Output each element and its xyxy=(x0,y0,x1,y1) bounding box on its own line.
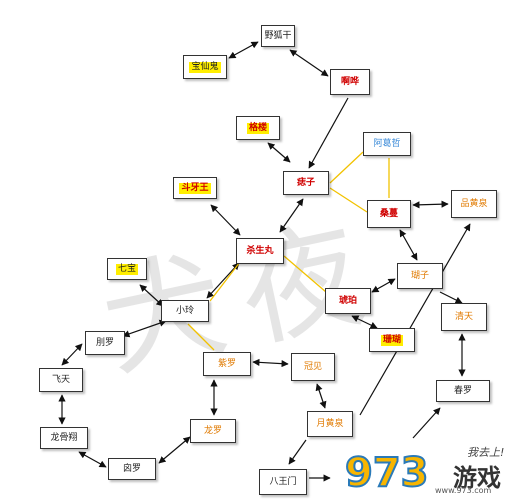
node-ziluo: 紫罗 xyxy=(203,352,251,376)
node-bajiaomen: 八王门 xyxy=(259,469,307,495)
edge-gelou-zhizi xyxy=(267,142,291,163)
node-meiluo-label: 春罗 xyxy=(453,385,472,396)
link-shashengwan-xiaoling xyxy=(209,261,241,302)
node-gelou: 格楼 xyxy=(236,116,280,140)
node-jiuluo-label: 囟罗 xyxy=(122,463,141,474)
node-pinhuangquan-label: 品黄泉 xyxy=(460,198,488,209)
node-guanjian: 冠见 xyxy=(291,353,335,381)
node-douyawang-label: 斗牙王 xyxy=(179,182,211,194)
node-xiaoling: 小玲 xyxy=(161,300,209,322)
node-yehuagan-label: 野狐干 xyxy=(264,30,292,41)
node-douyawang: 斗牙王 xyxy=(173,177,217,199)
logo-name: 游戏 xyxy=(453,464,501,492)
node-yuehuangquan-label: 月黄泉 xyxy=(316,418,344,429)
edge-guanjian-yuehuangquan xyxy=(315,383,327,409)
node-ziluo-label: 紫罗 xyxy=(217,358,236,369)
node-huzi: 瑚子 xyxy=(397,263,443,289)
edge-jiuluo-longluo xyxy=(158,436,191,464)
node-yehuagan: 野狐干 xyxy=(261,25,295,47)
node-feitian-label: 飞天 xyxy=(51,374,70,385)
node-pinhuangquan: 品黄泉 xyxy=(451,190,497,218)
node-qingtian-label: 清天 xyxy=(454,311,473,322)
edge-qibao-xiaoling xyxy=(139,284,164,307)
node-guanjian-label: 冠见 xyxy=(303,361,322,372)
node-feitian: 飞天 xyxy=(39,368,83,392)
edge-hupo-shanhu xyxy=(351,315,378,329)
edge-shashengwan-xiaoling xyxy=(206,262,240,299)
edge-shanluo-feitian xyxy=(61,343,83,366)
edge-sangmo-pinhuangquan xyxy=(412,200,449,209)
link-zhizi-sangmo xyxy=(329,187,368,213)
node-longluo-label: 龙罗 xyxy=(203,425,222,436)
node-shanluo-label: 刖罗 xyxy=(95,337,114,348)
node-gelou-label: 格楼 xyxy=(246,122,269,134)
node-longxianglang: 龙骨翔 xyxy=(40,427,88,449)
node-hupo-label: 琥珀 xyxy=(338,295,357,306)
node-qibao-label: 七宝 xyxy=(115,263,138,275)
node-hupo: 琥珀 xyxy=(325,288,371,314)
edge-ahua-zhizi xyxy=(308,97,349,169)
node-shashengwan-label: 杀生丸 xyxy=(246,245,274,256)
node-baoxianzhu: 宝仙鬼 xyxy=(183,55,227,79)
link-zhizi-agezhe xyxy=(329,151,364,184)
edge-huzi-qingtian xyxy=(439,291,463,304)
node-sangmo-label: 桑蔓 xyxy=(379,208,398,219)
node-jiuluo: 囟罗 xyxy=(108,458,156,480)
edge-baoxianzhu-yehuagan xyxy=(228,41,259,59)
node-shanhu: 珊瑚 xyxy=(369,328,415,352)
link-shashengwan-hupo xyxy=(283,255,327,293)
node-bajiaomen-label: 八王门 xyxy=(269,476,297,487)
node-huzi-label: 瑚子 xyxy=(410,270,429,281)
edge-yehuagan-ahua xyxy=(289,49,329,77)
node-xiaoling-label: 小玲 xyxy=(175,305,194,316)
node-agezhe: 阿葛哲 xyxy=(363,132,411,156)
logo-number: 973 xyxy=(344,449,429,497)
node-qingtian: 清天 xyxy=(441,303,487,331)
node-longxianglang-label: 龙骨翔 xyxy=(50,432,78,443)
node-shanhu-label: 珊瑚 xyxy=(380,334,403,346)
node-ahua: 啊哗 xyxy=(330,69,370,95)
node-qibao: 七宝 xyxy=(107,258,147,280)
node-shanluo: 刖罗 xyxy=(85,331,125,355)
node-shashengwan: 杀生丸 xyxy=(236,238,284,264)
edge-meiluo-logo xyxy=(412,407,441,439)
logo-site: www.973.com xyxy=(435,486,492,495)
node-longluo: 龙罗 xyxy=(190,419,236,443)
node-ahua-label: 啊哗 xyxy=(340,76,359,87)
node-baoxianzhu-label: 宝仙鬼 xyxy=(189,61,221,73)
edge-huzi-hupo xyxy=(371,278,396,293)
node-zhizi-label: 痣子 xyxy=(296,177,315,188)
edge-yuehuangquan-bajiaomen xyxy=(288,439,307,465)
node-sangmo: 桑蔓 xyxy=(367,200,411,228)
node-agezhe-label: 阿葛哲 xyxy=(373,138,401,149)
node-meiluo: 春罗 xyxy=(436,380,490,402)
node-zhizi: 痣子 xyxy=(283,171,329,195)
node-yuehuangquan: 月黄泉 xyxy=(307,411,353,437)
edge-longxianglang-jiuluo xyxy=(78,451,107,468)
edge-yuehuangquan-pinhuangquan xyxy=(359,223,471,416)
edge-douyawang-shashengwan xyxy=(210,204,241,236)
edge-zhizi-shashengwan xyxy=(279,198,304,233)
link-xiaoling-ziluo xyxy=(187,323,215,351)
logo-slogan: 我去上! xyxy=(467,446,505,459)
edge-sangmo-huzi xyxy=(399,229,418,261)
edge-ziluo-guanjian xyxy=(252,358,289,368)
site-logo: 973 我去上! 游戏 www.973.com xyxy=(344,446,525,500)
edge-xiaoling-shanluo xyxy=(122,319,167,338)
